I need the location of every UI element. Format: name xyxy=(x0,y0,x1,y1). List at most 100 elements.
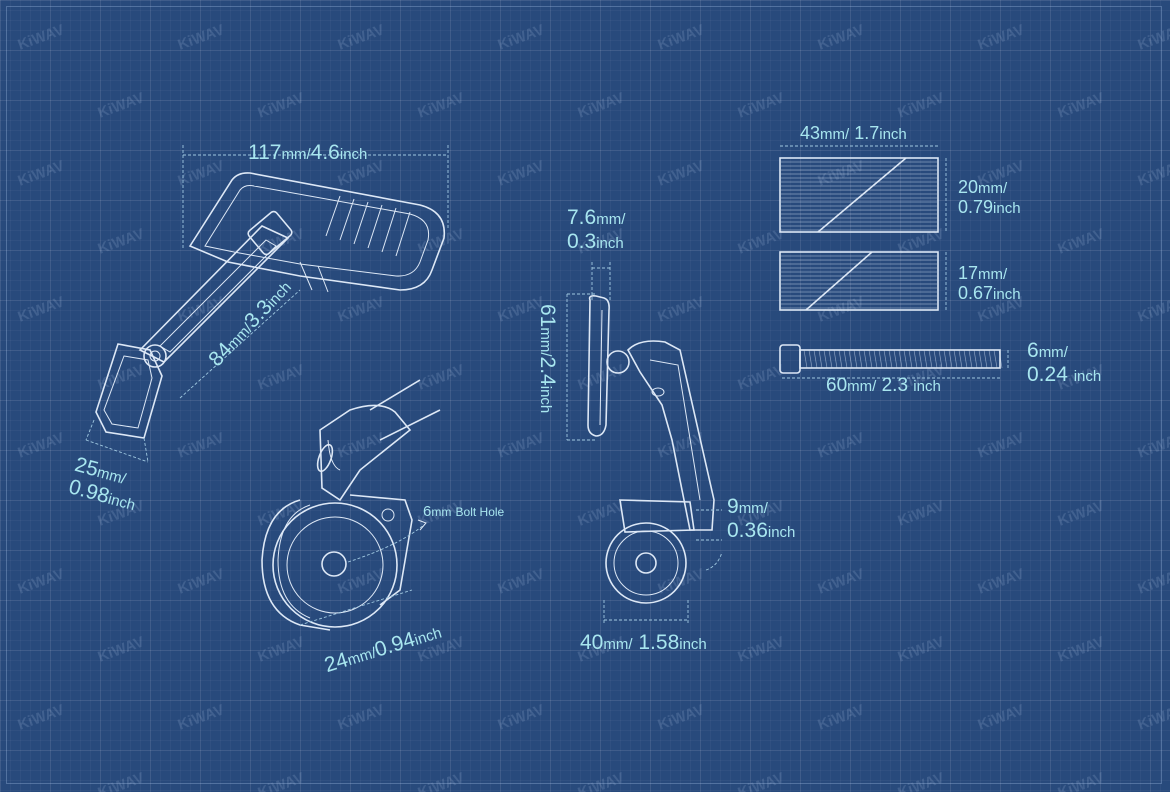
arm-stub xyxy=(369,379,441,441)
watermark-text: KiWAV xyxy=(816,565,867,597)
watermark-text: KiWAV xyxy=(976,565,1027,597)
bolt-hole-leader xyxy=(347,523,426,563)
watermark-text: KiWAV xyxy=(416,89,467,121)
watermark-text: KiWAV xyxy=(1056,89,1107,121)
side-arm xyxy=(627,340,715,531)
watermark-text: KiWAV xyxy=(336,701,387,733)
watermark-text: KiWAV xyxy=(816,429,867,461)
watermark-text: KiWAV xyxy=(1136,701,1170,733)
label-bolt-diameter: 6mm/ 0.24 inch xyxy=(1027,339,1102,386)
watermark-text: KiWAV xyxy=(16,565,67,597)
watermark-text: KiWAV xyxy=(576,89,627,121)
watermark-text: KiWAV xyxy=(896,633,947,665)
watermark-text: KiWAV xyxy=(736,225,787,257)
watermark-text: KiWAV xyxy=(16,21,67,53)
watermark-text: KiWAV xyxy=(336,293,387,325)
label-side-thickness: 7.6mm/ 0.3inch xyxy=(567,206,626,253)
watermark-text: KiWAV xyxy=(976,21,1027,53)
watermark-text: KiWAV xyxy=(976,701,1027,733)
watermark-text: KiWAV xyxy=(336,429,387,461)
watermark-text: KiWAV xyxy=(96,89,147,121)
label-mirror-width: 117mm/4.6inch xyxy=(248,141,368,164)
watermark-text: KiWAV xyxy=(1056,633,1107,665)
side-base-bracket xyxy=(619,499,695,533)
clamp-upper-body xyxy=(319,404,412,502)
watermark-text: KiWAV xyxy=(176,701,227,733)
watermark-text: KiWAV xyxy=(496,701,547,733)
watermark-text: KiWAV xyxy=(816,701,867,733)
clamp-ring xyxy=(272,502,398,628)
watermark-text: KiWAV xyxy=(1056,769,1107,792)
watermark-text: KiWAV xyxy=(896,769,947,792)
spacer-2-block xyxy=(779,251,939,311)
label-spacer-width: 43mm/ 1.7inch xyxy=(800,123,907,143)
spacer-1-hatch xyxy=(781,161,937,231)
watermark-text: KiWAV xyxy=(336,21,387,53)
label-bolt-hole: 6mm Bolt Hole xyxy=(423,503,505,520)
label-base-width: 40mm/ 1.58inch xyxy=(580,631,707,654)
watermark-text: KiWAV xyxy=(1136,157,1170,189)
side-clamp-ring xyxy=(605,522,687,604)
watermark-text: KiWAV xyxy=(576,497,627,529)
watermark-text: KiWAV xyxy=(256,361,307,393)
bolt-threads xyxy=(803,349,1003,369)
watermark-text: KiWAV xyxy=(1136,21,1170,53)
arm-dimension-line xyxy=(179,289,301,399)
watermark-text: KiWAV xyxy=(736,769,787,792)
watermark-text: KiWAV xyxy=(16,293,67,325)
watermark-text: KiWAV xyxy=(16,701,67,733)
clamp-detail-view xyxy=(261,379,441,631)
clamp-back-ring xyxy=(261,499,331,631)
watermark-text: KiWAV xyxy=(656,21,707,53)
watermark-text: KiWAV xyxy=(1136,429,1170,461)
bolt-hole xyxy=(321,551,347,577)
spacer-2-hatch xyxy=(781,255,937,309)
watermark-layer: KiWAV KiWAV KiWAV KiWAV KiWAV KiWAV KiWAV KiWAV… xyxy=(16,21,1170,792)
watermark-text: KiWAV xyxy=(176,21,227,53)
bolt-shank xyxy=(799,349,1001,369)
watermark-text: KiWAV xyxy=(656,293,707,325)
pivot-joint xyxy=(143,344,167,368)
watermark-text: KiWAV xyxy=(736,633,787,665)
watermark-text: KiWAV xyxy=(416,769,467,792)
watermark-text: KiWAV xyxy=(736,89,787,121)
watermark-text: KiWAV xyxy=(496,565,547,597)
spacer-2 xyxy=(779,251,947,311)
watermark-text: KiWAV xyxy=(96,769,147,792)
watermark-text: KiWAV xyxy=(176,429,227,461)
label-offset: 9mm/ 0.36inch xyxy=(727,495,796,542)
watermark-text: KiWAV xyxy=(496,157,547,189)
clamp-side xyxy=(349,494,413,606)
watermark-text: KiWAV xyxy=(656,157,707,189)
watermark-text: KiWAV xyxy=(1136,565,1170,597)
watermark-text: KiWAV xyxy=(256,633,307,665)
label-bolt-length: 60mm/ 2.3 inch xyxy=(826,375,941,396)
watermark-text: KiWAV xyxy=(656,701,707,733)
mirror-side-view xyxy=(566,262,723,625)
spacer-1-block xyxy=(779,157,939,233)
watermark-text: KiWAV xyxy=(256,497,307,529)
label-side-height: 61mm/2.4inch xyxy=(536,304,559,414)
spacer-1 xyxy=(779,145,947,233)
watermark-text: KiWAV xyxy=(1136,293,1170,325)
watermark-text: KiWAV xyxy=(736,361,787,393)
label-spacer1-height: 20mm/ 0.79inch xyxy=(958,177,1021,217)
mirror-top-view xyxy=(85,145,449,463)
watermark-text: KiWAV xyxy=(256,89,307,121)
watermark-text: KiWAV xyxy=(416,361,467,393)
watermark-text: KiWAV xyxy=(336,565,387,597)
watermark-text: KiWAV xyxy=(176,565,227,597)
watermark-text: KiWAV xyxy=(16,429,67,461)
mounting-bolt xyxy=(779,344,1009,379)
watermark-text: KiWAV xyxy=(976,429,1027,461)
mirror-head-outline xyxy=(188,172,446,291)
watermark-text: KiWAV xyxy=(1056,497,1107,529)
watermark-text: KiWAV xyxy=(576,769,627,792)
mirror-fins xyxy=(299,195,411,293)
watermark-text: KiWAV xyxy=(896,497,947,529)
watermark-text: KiWAV xyxy=(816,21,867,53)
watermark-text: KiWAV xyxy=(1056,225,1107,257)
watermark-text: KiWAV xyxy=(16,157,67,189)
